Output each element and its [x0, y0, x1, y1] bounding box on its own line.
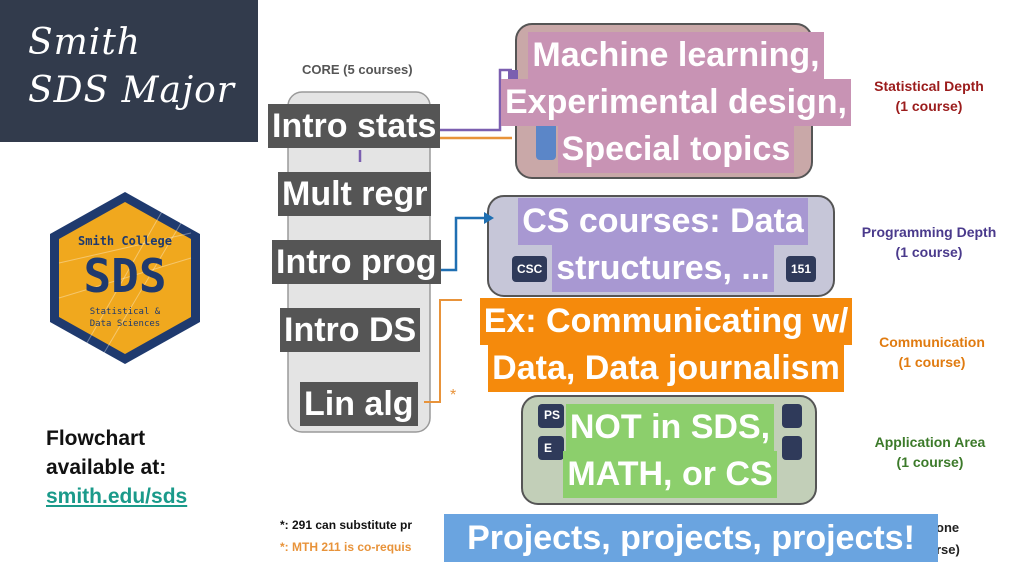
app-area-count: (1 course)	[896, 454, 964, 470]
title-line-1: Smith	[28, 22, 141, 63]
logo-sub-text-2: Data Sciences	[90, 319, 160, 329]
footnote-2: *: MTH 211 is co-requis	[280, 540, 412, 554]
core-course-intro-stats: Intro stats	[268, 104, 441, 148]
core-course-lin-alg: Lin alg	[300, 382, 418, 426]
app-overlay-line-2: MATH, or CS	[563, 451, 777, 498]
stat-overlay-line-3: Special topics	[557, 126, 795, 173]
flowchart-link[interactable]: smith.edu/sds	[46, 485, 188, 508]
flowchart-line-1: Flowchart	[46, 427, 146, 450]
comm-title: Communication	[879, 334, 985, 350]
comm-overlay-line-1: Ex: Communicating w/	[479, 298, 853, 345]
arrow-from-linalg	[424, 299, 462, 403]
prog-depth-count: (1 course)	[895, 244, 963, 260]
logo-main-text: SDS	[83, 249, 166, 303]
capstone-banner: Projects, projects, projects!	[444, 514, 938, 562]
app-area-label: Application Area (1 course)	[864, 432, 996, 472]
stat-inner-box	[536, 120, 556, 160]
stat-depth-title: Statistical Depth	[874, 78, 984, 94]
comm-label: Communication (1 course)	[872, 332, 992, 372]
app-area-title: Application Area	[874, 434, 986, 450]
stat-depth-count: (1 course)	[895, 98, 963, 114]
core-course-intro-ds: Intro DS	[280, 308, 421, 352]
stat-overlay-line-1: Machine learning,	[528, 32, 824, 79]
prog-depth-title: Programming Depth	[861, 224, 997, 240]
e-tag: E	[540, 437, 557, 459]
flowchart-note: Flowchart available at: smith.edu/sds	[46, 424, 187, 511]
sds-logo: Smith College SDS Statistical & Data Sci…	[50, 192, 200, 364]
comm-count: (1 course)	[898, 354, 966, 370]
logo-top-text: Smith College	[78, 234, 172, 248]
asterisk-mark: *	[450, 387, 456, 404]
footnote-right-1: one	[936, 520, 960, 535]
arrow-to-stat	[430, 68, 512, 132]
prog-depth-label: Programming Depth (1 course)	[852, 222, 1006, 262]
prog-overlay-line-1: CS courses: Data	[518, 198, 808, 245]
course-151-tag: 151	[786, 256, 817, 282]
app-overlay-line-1: NOT in SDS,	[565, 404, 775, 451]
prog-overlay: CS courses: Data structures, ...	[500, 198, 826, 292]
core-course-mult-regr: Mult regr	[278, 172, 432, 216]
flowchart-line-2: available at:	[46, 456, 167, 479]
logo-sub-text-1: Statistical &	[90, 307, 161, 317]
arrow-to-prog	[440, 216, 484, 272]
stat-overlay-line-2: Experimental design,	[501, 79, 851, 126]
comm-overlay: Ex: Communicating w/ Data, Data journali…	[456, 298, 876, 392]
csc-tag: CSC	[512, 256, 548, 282]
prog-overlay-line-2: structures, ...	[552, 245, 774, 292]
title-panel: Smith SDS Major	[0, 0, 258, 142]
footnote-right-2: rse)	[936, 542, 960, 557]
core-heading: CORE (5 courses)	[302, 62, 413, 77]
stat-overlay: Machine learning, Experimental design, S…	[480, 32, 872, 173]
title-line-2: SDS Major	[28, 70, 235, 111]
comm-overlay-line-2: Data, Data journalism	[488, 345, 844, 392]
app-overlay: NOT in SDS, MATH, or CS	[550, 404, 790, 498]
ps-tag: PS	[540, 404, 565, 426]
core-course-intro-prog: Intro prog	[272, 240, 441, 284]
footnote-1: *: 291 can substitute pr	[280, 518, 413, 532]
stat-depth-label: Statistical Depth (1 course)	[864, 76, 994, 116]
